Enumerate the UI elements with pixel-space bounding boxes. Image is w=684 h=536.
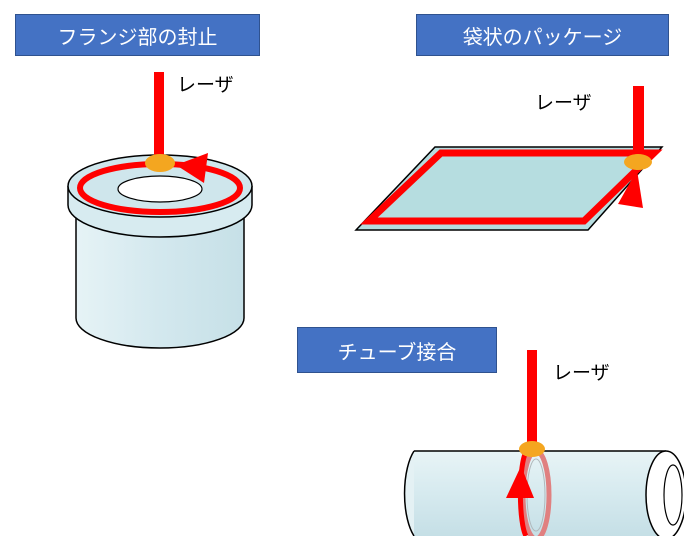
pouch-rotation-arrow-icon: [618, 170, 643, 208]
flange-rotation-arrow-icon: [176, 153, 208, 183]
flange-weld-spot: [145, 154, 175, 172]
flange-opening: [117, 175, 203, 203]
pouch-seal-line: [360, 149, 663, 225]
pouch-weld-spot: [624, 154, 652, 170]
pouch-laser-label: レーザ: [535, 92, 592, 114]
pouch-title: 袋状のパッケージ: [416, 14, 669, 56]
tube-laser-beam-arrow: [527, 350, 537, 446]
tube-title: チューブ接合: [297, 327, 497, 373]
tube-joint: [403, 448, 684, 536]
pouch-package: [354, 146, 664, 231]
flange-container: [67, 154, 253, 349]
tube-laser-label: レーザ: [553, 362, 610, 384]
flange-laser-label: レーザ: [177, 74, 234, 96]
tube-weld-spot: [519, 441, 545, 457]
flange-title: フランジ部の封止: [15, 14, 260, 56]
flange-laser-beam-arrow: [154, 72, 164, 164]
tube-end-opening: [645, 450, 684, 536]
tube-rotation-arrow-icon: [506, 466, 534, 498]
pouch-laser-beam-arrow: [633, 86, 644, 162]
